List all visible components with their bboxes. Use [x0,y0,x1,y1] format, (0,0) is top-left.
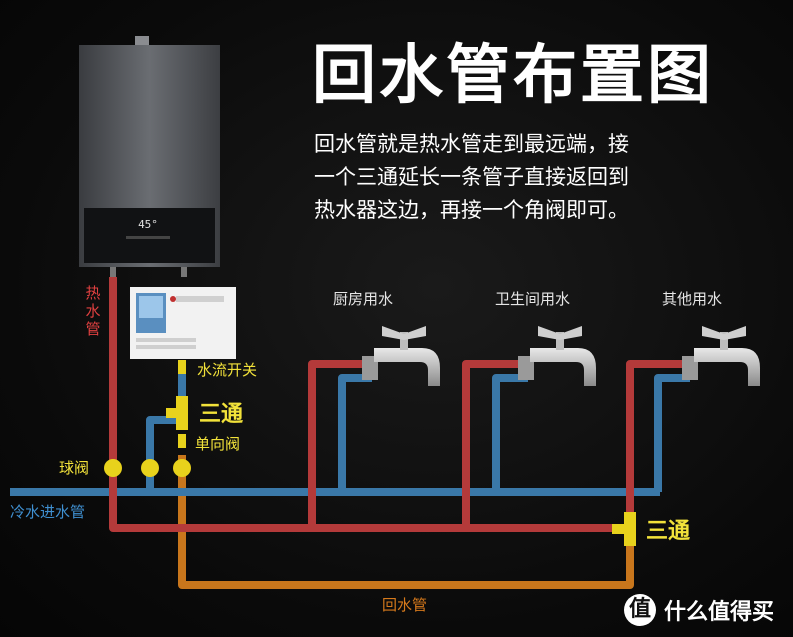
hot-pipe-label: 热水管 [85,284,101,338]
check-valve-label: 单向阀 [195,435,241,453]
recirculation-controller [130,287,236,359]
tap-bathroom-icon [518,326,596,386]
tee-right-label: 三通 [646,519,691,544]
description-line: 热水器这边，再接一个角阀即可。 [314,198,629,222]
tap-bathroom-label: 卫生间用水 [495,290,571,308]
diagram-title: 回水管布置图 [312,39,714,113]
return-pipe [178,455,634,589]
water-heater: 45° [79,36,220,277]
tee-fittings [166,360,636,546]
return-pipe-label: 回水管 [382,596,428,614]
tap-kitchen-label: 厨房用水 [333,290,394,308]
logo-text: 什么值得买 [664,600,775,625]
ball-valves [104,459,191,477]
description-line: 回水管就是热水管走到最远端，接 [314,132,629,156]
tee-top-label: 三通 [199,402,244,427]
logo-badge-icon: 值 [624,594,656,626]
heater-display: 45° [138,218,158,231]
hot-pipes [109,277,690,532]
description-line: 一个三通延长一条管子直接返回到 [314,165,629,189]
tap-other-label: 其他用水 [662,290,723,308]
site-logo: 值 什么值得买 [624,592,774,628]
tap-other-icon [682,326,760,386]
ball-valve-label: 球阀 [59,459,90,477]
tap-kitchen-icon [362,326,440,386]
flow-switch-label: 水流开关 [197,361,258,379]
description: 回水管就是热水管走到最远端，接 一个三通延长一条管子直接返回到 热水器这边，再接… [314,128,694,227]
cold-pipes [10,372,690,496]
cold-inlet-label: 冷水进水管 [10,503,86,521]
